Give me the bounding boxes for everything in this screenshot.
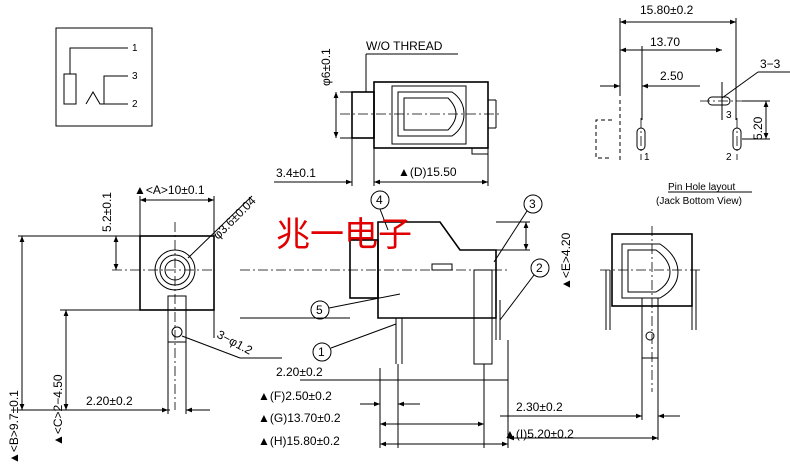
dim-e-label: ▲<E>4.20 [559,232,573,290]
top-dia-label: φ6±0.1 [319,48,333,86]
front-w22-label: 2.20±0.2 [86,394,133,408]
pin-layout-title: Pin Hole layout [668,182,735,193]
dim-h52-label: 5.2±0.1 [100,192,114,232]
pin-hole-layout: 15.80±0.2 13.70 2.50 5.20 3−3 3 1 2 Pin … [595,3,790,207]
front-view: ▲<A>10±0.1 5.2±0.1 φ3.6±0.04 3−φ1.2 ▲<B>… [7,183,282,464]
dim-g-label: ▲(G)13.70±0.2 [258,411,341,425]
schematic-symbol: 1 3 2 [55,27,153,127]
callout-4: 4 [376,193,383,207]
dim-c-label: ▲<C>2−4.50 [51,374,65,446]
dim-f-label: ▲(F)2.50±0.2 [258,389,332,403]
pin-h-label: 5.20 [751,116,765,140]
back-d230-label: 2.30±0.2 [516,400,563,414]
dim-i-label: ▲(I)5.20±0.2 [504,427,574,441]
pin-w1-label: 15.80±0.2 [640,3,694,17]
callout-3: 3 [529,197,536,211]
dim-h-label: ▲(H)15.80±0.2 [258,434,340,448]
dim-a-label: ▲<A>10±0.1 [134,183,205,197]
pin-hole-1-label: 1 [644,152,650,163]
back-view: 2.30±0.2 ▲(I)5.20±0.2 [500,226,700,441]
schematic-pin1-label: 1 [132,43,138,54]
pin-w2-label: 13.70 [650,35,680,49]
watermark-text: 兆一电子 [276,215,412,255]
side-view: 2.20±0.2 ▲(F)2.50±0.2 ▲(G)13.70±0.2 ▲(H)… [240,190,573,448]
callout-1: 1 [318,345,325,359]
pin-w3-label: 2.50 [660,69,684,83]
dia36-label: φ3.6±0.04 [210,194,259,243]
slot-label: 3−3 [760,57,781,71]
top-view: φ6±0.1 W/O THREAD 3.4±0.1 ▲(D)15.50 [274,39,500,186]
pin-hole-3-label: 3 [726,110,732,121]
schematic-pin3-label: 3 [132,71,138,82]
callout-5: 5 [316,303,323,317]
pin-hole-2-label: 2 [726,152,732,163]
hole12-label: 3−φ1.2 [215,327,256,357]
pin-layout-subtitle: (Jack Bottom View) [656,196,742,207]
dim-b-label: ▲<B>9.7±0.1 [7,390,21,464]
callout-2: 2 [536,261,543,275]
wo-thread-label: W/O THREAD [366,39,443,53]
schematic-pin2-label: 2 [132,99,138,110]
side-d220-label: 2.20±0.2 [276,365,323,379]
dim-d-label: ▲(D)15.50 [398,165,457,179]
top-offset-label: 3.4±0.1 [276,166,316,180]
